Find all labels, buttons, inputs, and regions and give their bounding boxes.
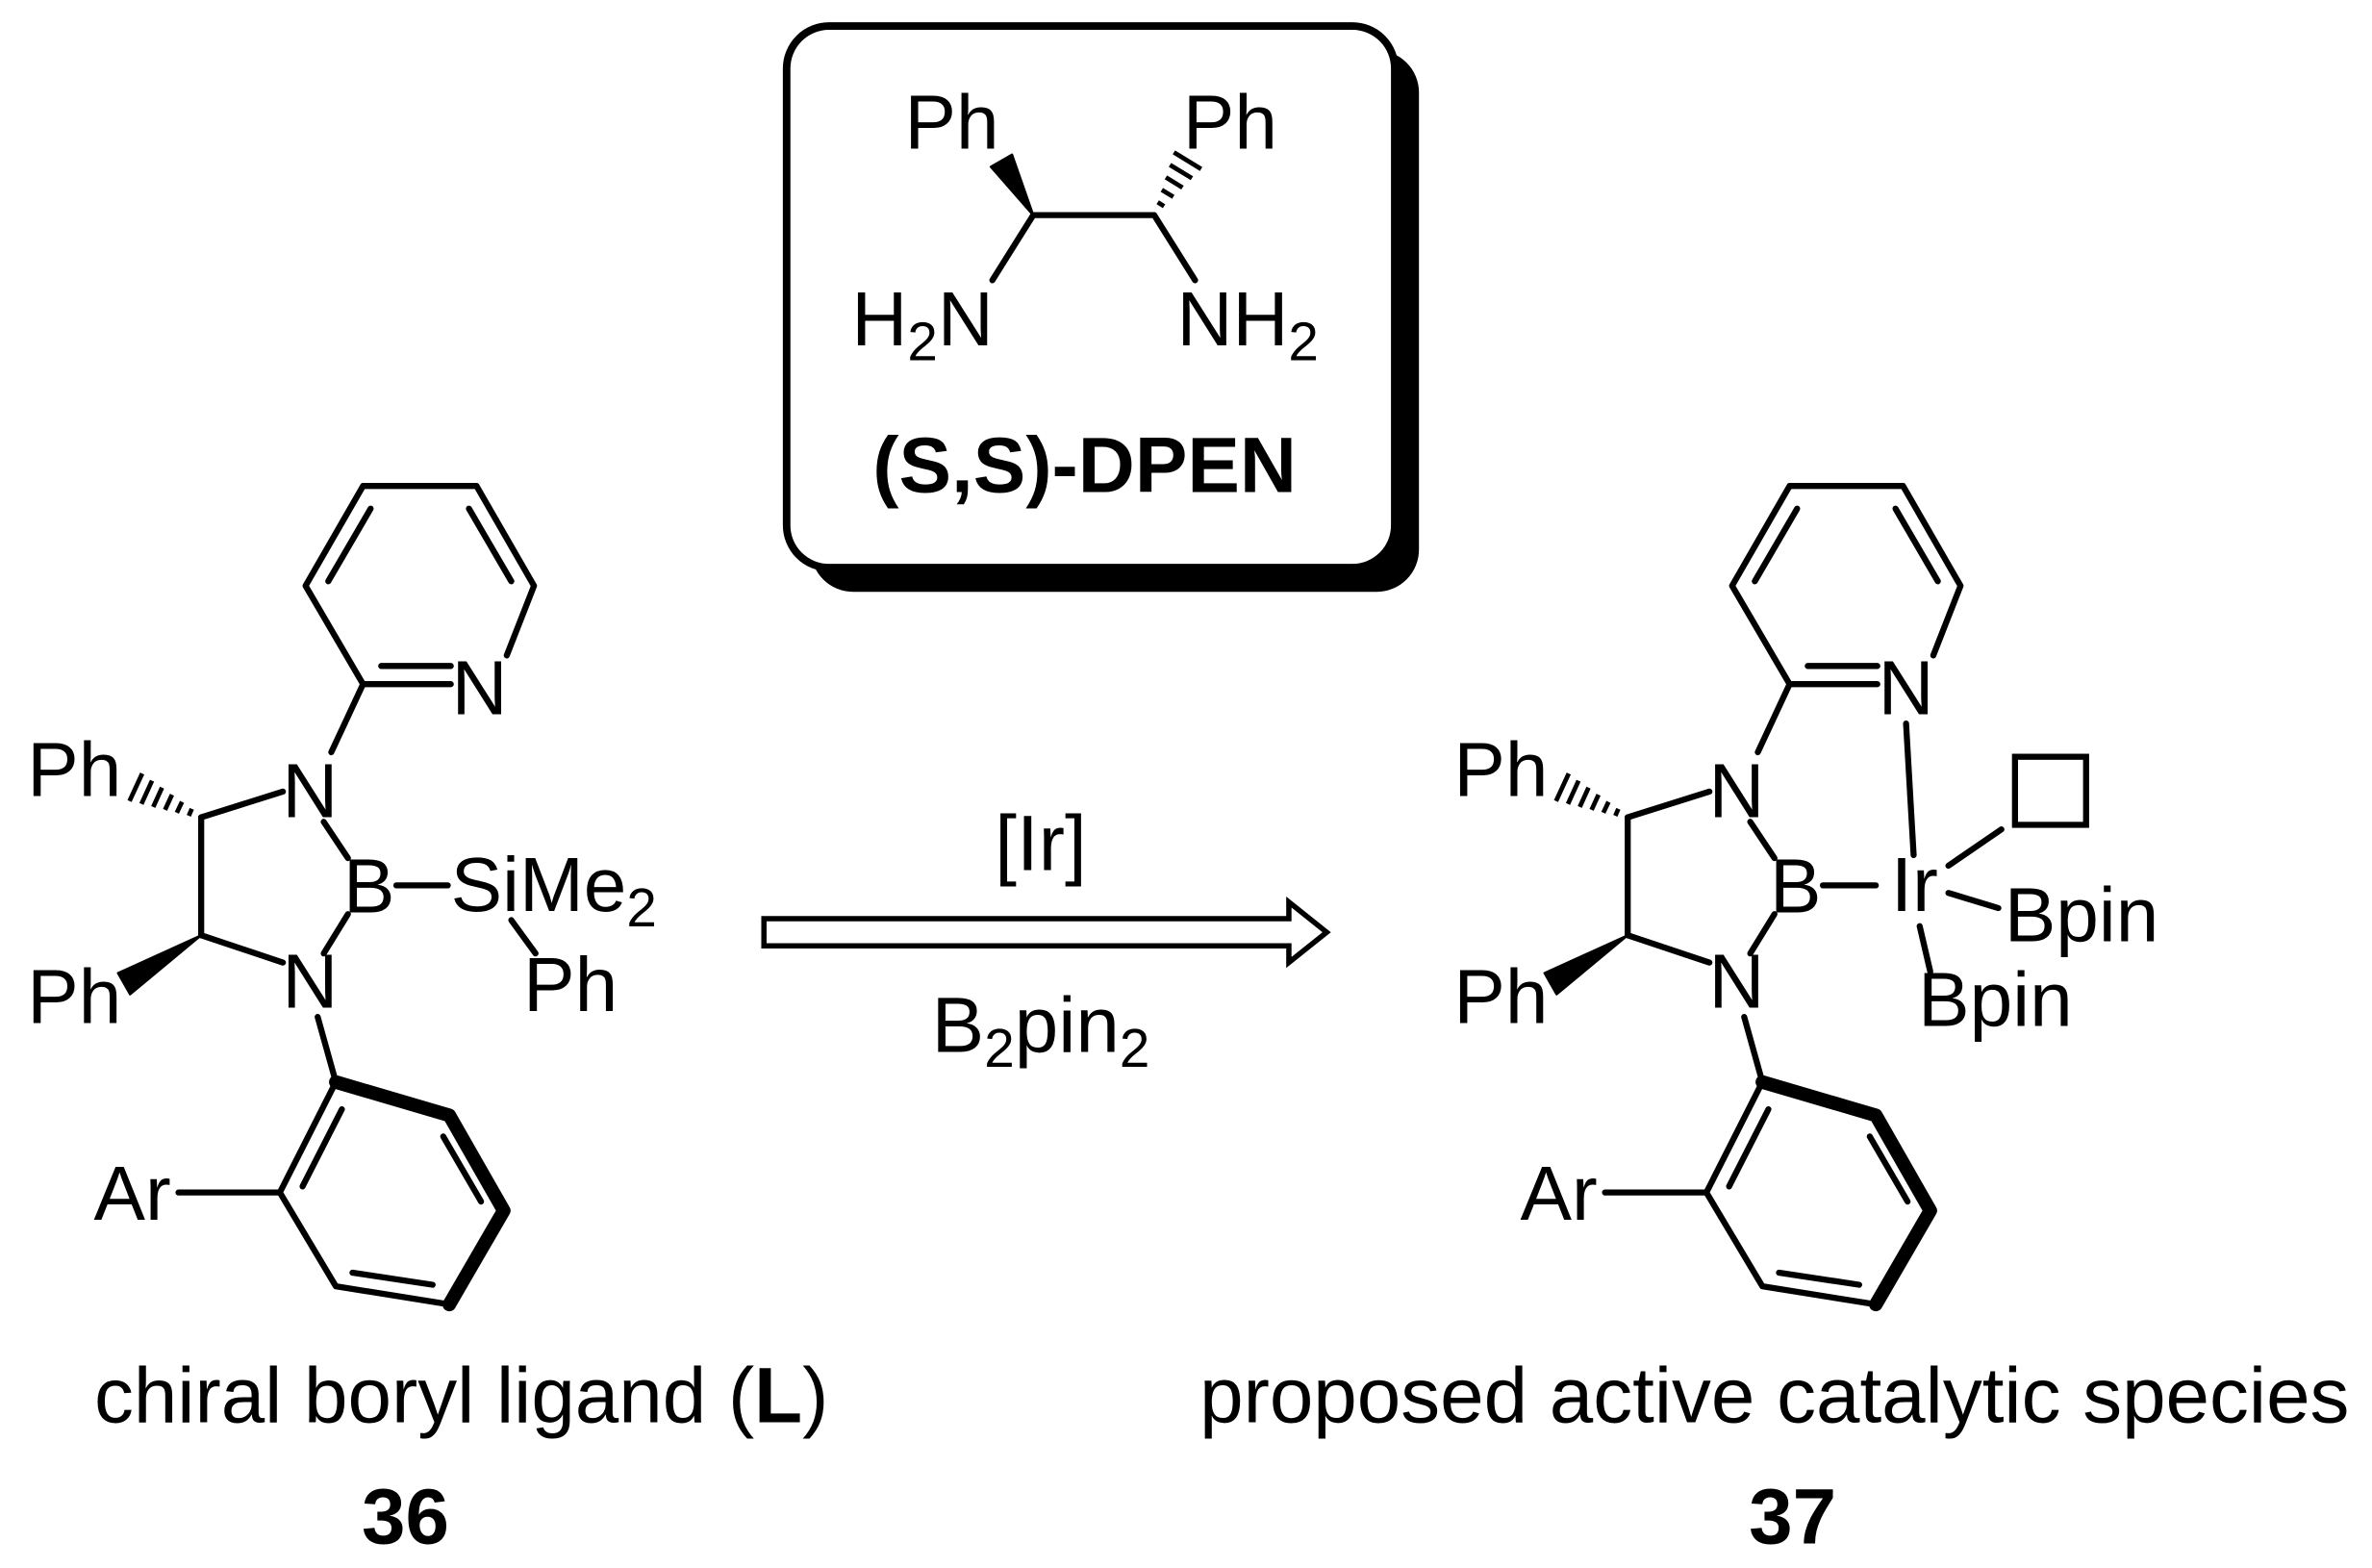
bond-pyridyl-n (328, 681, 366, 756)
aryl-ring (1703, 1075, 1937, 1312)
aryl-ring (276, 1075, 511, 1312)
bond-b-n2 (320, 911, 351, 957)
aryl-double-bond (349, 1269, 436, 1288)
dpen-name: (S,S)-DPEN (872, 421, 1297, 509)
dpen-box: Ph Ph H2N NH2 (S,S)-DPEN (782, 22, 1420, 593)
bpin-lower-label: Bpin (1918, 956, 2073, 1043)
dpen-ph-right: Ph (1183, 78, 1277, 164)
pyridine-n-label: N (1879, 645, 1934, 731)
pyridine-double-bond (325, 505, 374, 585)
pyridine-ring: N (302, 483, 538, 731)
box-frame (782, 22, 1399, 572)
compound-number-36: 36 (362, 1473, 449, 1560)
upper-ph-label: Ph (1453, 726, 1548, 813)
hashed-bond-upper-ph (127, 772, 194, 817)
n1-label: N (282, 747, 338, 834)
boron-label: B (1770, 843, 1821, 929)
pyridine-double-bond (1752, 505, 1801, 585)
bond-n1-b (1747, 819, 1778, 862)
compound-number-37: 37 (1749, 1473, 1836, 1560)
diazaborole-ring: N N B (1625, 747, 1822, 1024)
product-caption: proposed active catalytic species (1199, 1353, 2349, 1440)
bond-ir-vacant-site (1945, 826, 2005, 870)
bond-c-nh2-right (1150, 212, 1199, 284)
bond-ir-bpin (1916, 923, 1933, 975)
aryl-bold-bonds (1755, 1075, 1937, 1312)
wedge-bond-lower-ph (1543, 934, 1629, 996)
arrow-reagent: B2pin2 (932, 981, 1150, 1078)
bond-si-ph (508, 917, 539, 957)
aryl-double-bond (1776, 1269, 1862, 1288)
wedge-bond-left-ph (989, 153, 1035, 216)
aryl-double-bond (1726, 1105, 1772, 1190)
bond-n-aryl (315, 1014, 340, 1085)
aryl-bonds (1703, 1078, 1880, 1308)
lower-ph-label: Ph (1453, 952, 1548, 1039)
ligand-36: N N N B Ph Ph SiMe2 Ph (27, 483, 828, 1560)
silyl-ph-label: Ph (523, 941, 618, 1027)
hashed-bond-right-ph (1156, 150, 1202, 209)
diazaborole-ring: N N B (198, 747, 395, 1024)
boron-label: B (343, 843, 395, 929)
n2-label: N (282, 938, 338, 1024)
bond-c-n2 (1625, 932, 1713, 966)
ar-label: Ar (94, 1150, 171, 1236)
n2-label: N (1709, 938, 1765, 1024)
bpin-right-label: Bpin (2005, 872, 2158, 958)
pyridine-double-bond (1892, 505, 1941, 585)
aryl-double-bond (299, 1105, 345, 1190)
dpen-amine-right: NH2 (1177, 275, 1319, 372)
vacant-site-square (2011, 753, 2089, 828)
pyridine-ring: N (1729, 483, 1964, 731)
bond-c-n1 (1625, 788, 1713, 821)
dpen-ph-left: Ph (904, 78, 998, 164)
bond-ir-bpin (1945, 890, 2002, 912)
iridium-label: Ir (1891, 841, 1938, 927)
silyl-label: SiMe2 (451, 841, 657, 938)
bond-n-ir (1903, 720, 1917, 859)
pyridine-n-label: N (452, 645, 508, 731)
bond-c-n1 (198, 788, 287, 821)
open-arrow (761, 896, 1331, 969)
wedge-bond-lower-ph (116, 934, 203, 996)
aryl-bold-bonds (329, 1075, 511, 1312)
bond-n1-b (320, 819, 351, 862)
n1-label: N (1709, 747, 1765, 834)
aryl-double-bond (1866, 1133, 1911, 1205)
bond-b-n2 (1747, 911, 1778, 957)
aryl-bonds (276, 1078, 453, 1308)
bond-c-nh2-left (989, 212, 1037, 284)
upper-ph-label: Ph (27, 726, 121, 813)
bond-n-aryl (1741, 1014, 1766, 1085)
hashed-bond-upper-ph (1553, 772, 1621, 817)
ar-label: Ar (1521, 1150, 1598, 1236)
dpen-amine-left: H2N (851, 275, 993, 372)
reaction-arrow: [Ir] B2pin2 (761, 800, 1331, 1078)
lower-ph-label: Ph (27, 952, 121, 1039)
bond-c-n2 (198, 932, 287, 966)
pyridine-double-bond (466, 505, 515, 585)
aryl-double-bond (440, 1133, 485, 1205)
complex-37: N N N B Ph Ph Ir Bpin (1453, 483, 2158, 1312)
arrow-catalyst: [Ir] (995, 800, 1086, 888)
bond-pyridyl-n (1754, 681, 1793, 756)
ligand-caption: chiral boryl ligand (L) (94, 1353, 828, 1440)
